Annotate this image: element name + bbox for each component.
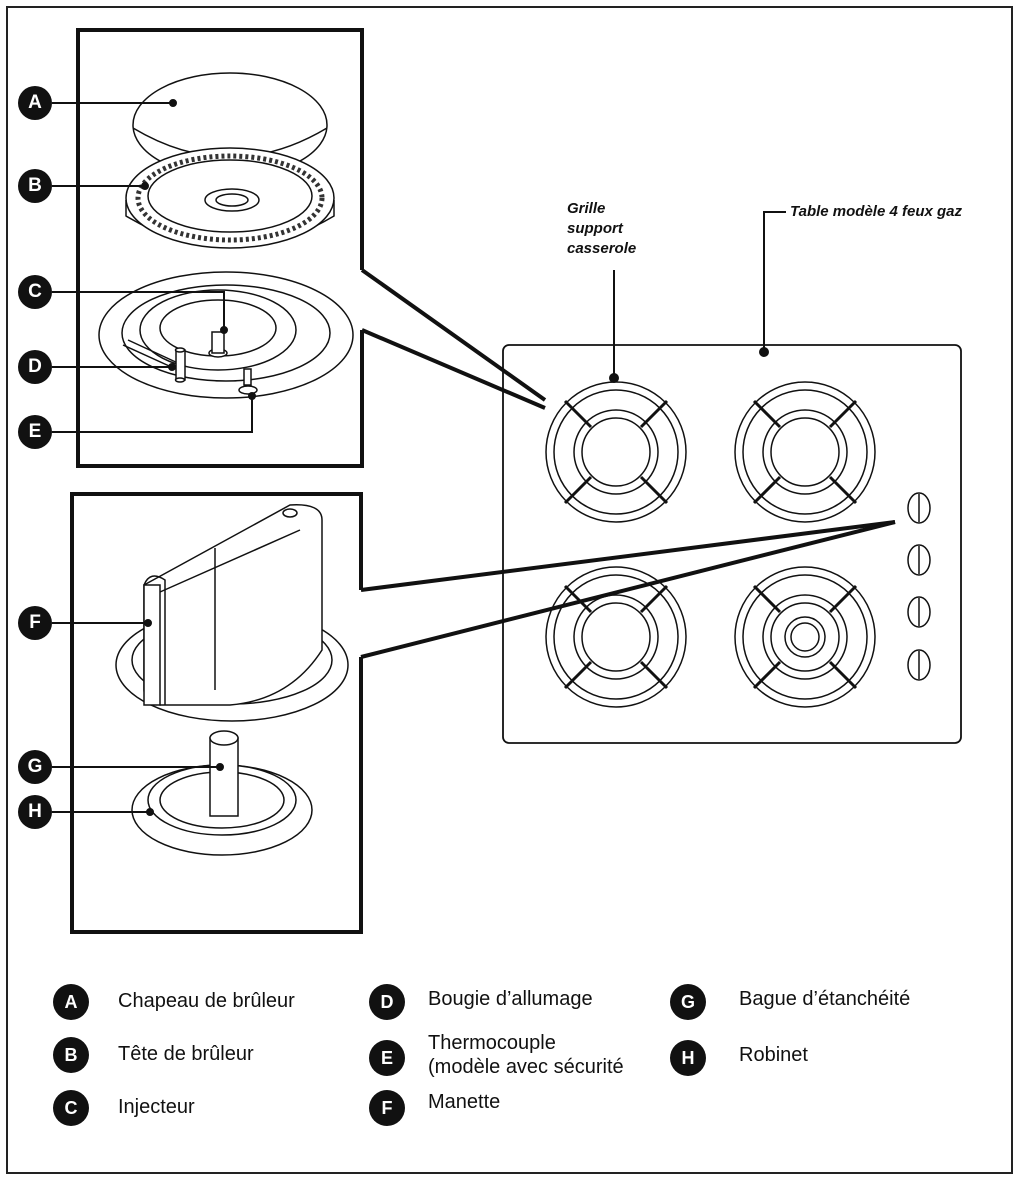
grille-callout-line-3: casserole (567, 240, 637, 257)
table-callout: Table modèle 4 feux gaz (790, 203, 962, 220)
legend-label-c: Injecteur (118, 1096, 195, 1118)
legend-label-a: Chapeau de brûleur (118, 990, 295, 1012)
burner-grate-bottom-left (545, 566, 687, 708)
burner-detail-box (76, 28, 547, 468)
knob-box-outline (70, 492, 363, 934)
badge-h: H (18, 795, 52, 829)
legend-badge-g: G (670, 984, 706, 1020)
legend-label-d: Bougie d’allumage (428, 988, 593, 1010)
knob-detail-box (70, 492, 896, 934)
valve-drawing (131, 730, 313, 856)
zoom-line-burner-2 (361, 328, 546, 410)
burner-box-outline (76, 28, 364, 468)
grille-callout-line-1: Grille (567, 200, 606, 217)
badge-f: F (18, 606, 52, 640)
burner-head-drawing (125, 147, 335, 249)
legend-label-e-line-2: (modèle avec sécurité (428, 1056, 624, 1078)
grille-callout-line-2: support (567, 220, 623, 237)
grille-callout: Grille support casserole (567, 199, 636, 259)
badge-d: D (18, 350, 52, 384)
leader-lines-knob (52, 619, 224, 816)
legend-label-h: Robinet (739, 1044, 808, 1066)
burner-grate-top-right (734, 381, 876, 523)
legend-badge-f: F (369, 1090, 405, 1126)
knob-drawing (115, 504, 349, 722)
burner-base-drawing (98, 271, 354, 399)
hob-callout-leaders (609, 211, 786, 383)
outer-frame (6, 6, 1013, 1174)
hob-knobs (907, 492, 931, 681)
zoom-line-knob-2 (360, 520, 896, 659)
leader-lines-burner (52, 99, 256, 433)
legend-badge-h: H (670, 1040, 706, 1076)
badge-b: B (18, 169, 52, 203)
legend-badge-c: C (53, 1090, 89, 1126)
legend-badge-a: A (53, 984, 89, 1020)
burner-grate-top-left (545, 381, 687, 523)
zoom-line-knob-1 (360, 520, 896, 592)
legend-label-f: Manette (428, 1091, 501, 1113)
legend-badge-d: D (369, 984, 405, 1020)
burner-grate-bottom-right (734, 566, 876, 708)
legend-label-b: Tête de brûleur (118, 1043, 254, 1065)
legend-badge-e: E (369, 1040, 405, 1076)
zoom-line-burner-1 (360, 268, 547, 402)
badge-g: G (18, 750, 52, 784)
badge-a: A (18, 86, 52, 120)
legend-label-e-line-1: Thermocouple (428, 1032, 556, 1054)
badge-e: E (18, 415, 52, 449)
legend-badge-b: B (53, 1037, 89, 1073)
badge-c: C (18, 275, 52, 309)
cooktop-outline (502, 344, 962, 744)
legend-label-g: Bague d’étanchéité (739, 988, 911, 1010)
cooktop-drawing (502, 344, 962, 744)
